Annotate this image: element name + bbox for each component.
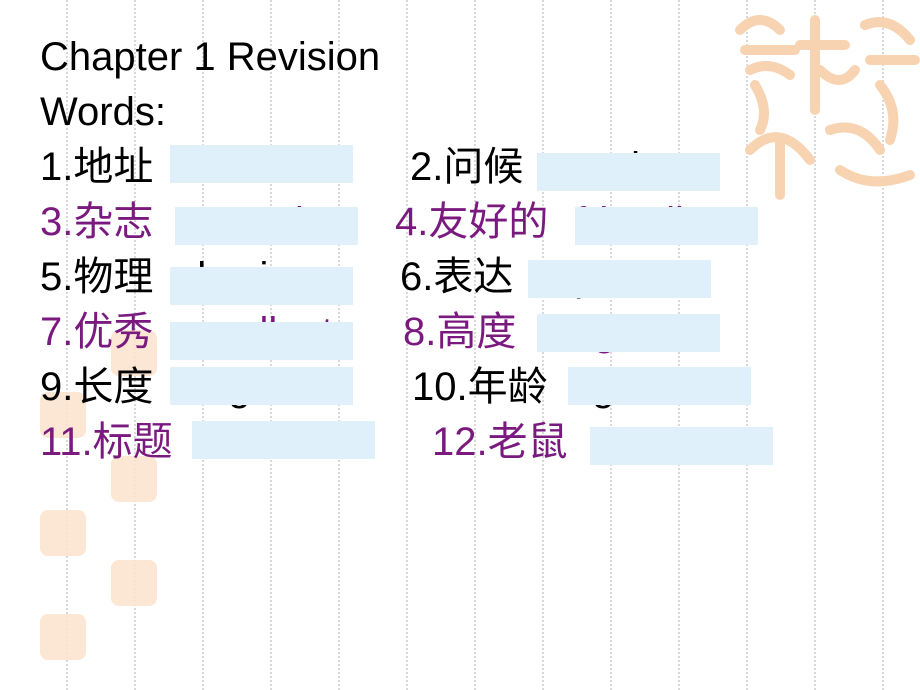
answer-cover[interactable] [537, 314, 720, 352]
vocab-item-label: 4.友好的 [395, 200, 549, 244]
grid-line [474, 0, 476, 690]
answer-cover[interactable] [175, 207, 358, 245]
answer-cover[interactable] [590, 427, 773, 465]
answer-cover[interactable] [568, 367, 751, 405]
decorative-seal-stamp [111, 456, 157, 502]
vocab-item-label: 5.物理 [40, 255, 154, 299]
vocab-item-label: 6.表达 [400, 255, 514, 299]
answer-cover[interactable] [528, 260, 711, 298]
vocab-item-label: 9.长度 [40, 365, 154, 409]
answer-cover[interactable] [170, 145, 353, 183]
vocab-item-label: 3.杂志 [40, 200, 154, 244]
decorative-seal-stamp [40, 392, 86, 438]
grid-line [882, 0, 884, 690]
answer-cover[interactable] [537, 153, 720, 191]
slide-subtitle: Words: [40, 90, 166, 134]
decorative-seal-stamp [111, 330, 157, 376]
answer-cover[interactable] [192, 421, 375, 459]
answer-cover[interactable] [170, 367, 353, 405]
slide-title: Chapter 1 Revision [40, 35, 381, 79]
decorative-seal-stamp [40, 510, 86, 556]
grid-line [66, 0, 68, 690]
vocab-item-label: 12.老鼠 [432, 420, 568, 464]
decorative-seal-logo [735, 15, 920, 200]
grid-line [406, 0, 408, 690]
grid-line [746, 0, 748, 690]
decorative-seal-stamp [111, 560, 157, 606]
grid-line [814, 0, 816, 690]
answer-cover[interactable] [575, 207, 758, 245]
decorative-seal-stamp [40, 614, 86, 660]
answer-cover[interactable] [170, 322, 353, 360]
vocab-item-label: 2.问候 [410, 145, 524, 189]
vocab-item-label: 11.标题 [40, 420, 173, 464]
vocab-item-label: 8.高度 [403, 310, 517, 354]
vocab-item-label: 1.地址 [40, 145, 154, 189]
vocab-item-label: 7.优秀 [40, 310, 154, 354]
answer-cover[interactable] [170, 267, 353, 305]
vocab-item-label: 10.年龄 [412, 365, 548, 409]
